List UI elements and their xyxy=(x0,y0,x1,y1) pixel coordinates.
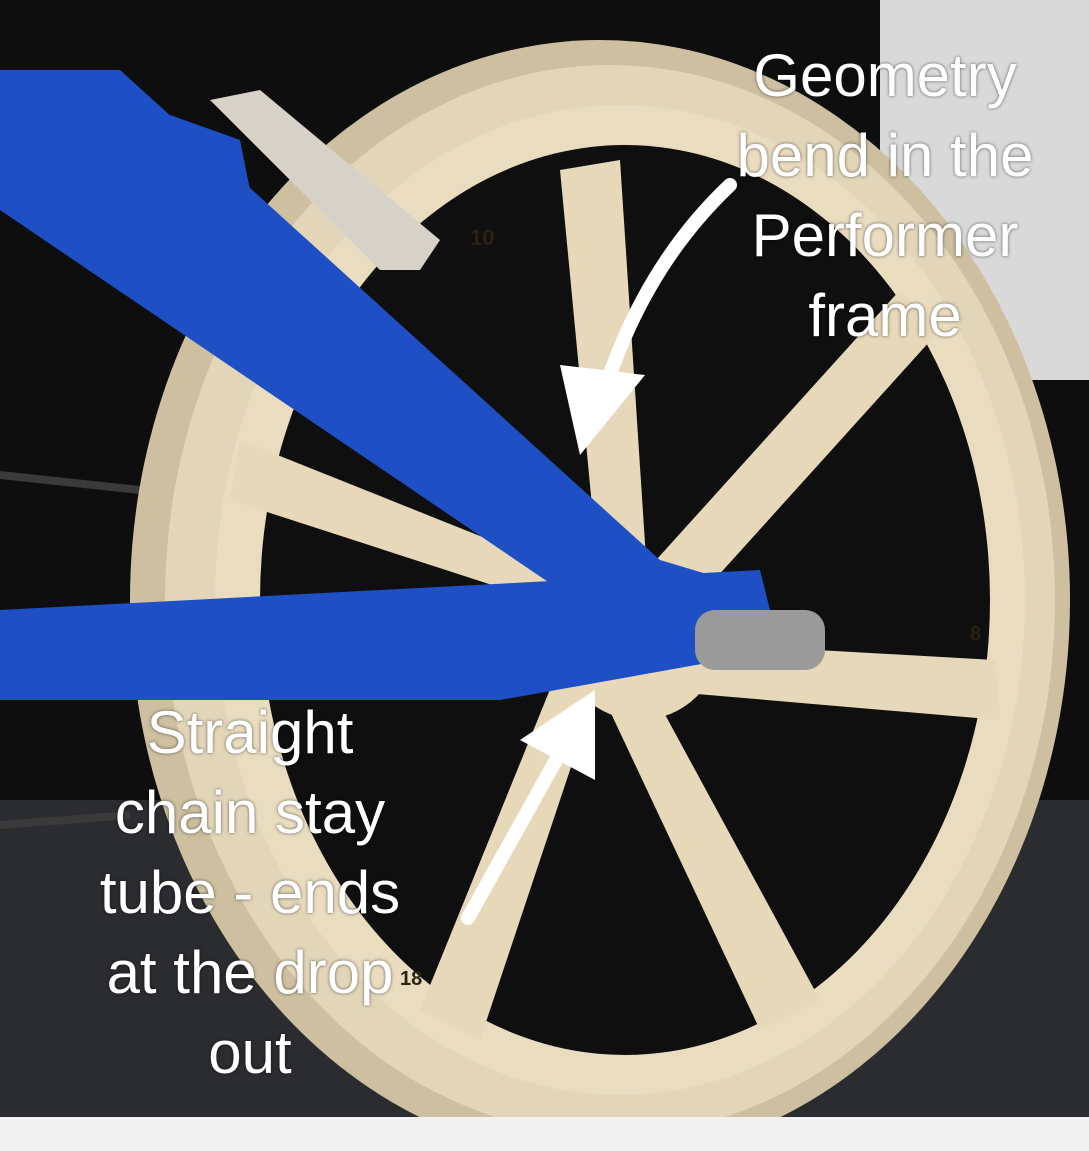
cable-line xyxy=(0,811,131,829)
caption-line: tube - ends xyxy=(99,859,401,926)
caption-line: Straight xyxy=(146,699,354,766)
caption-line: bend in the xyxy=(736,122,1034,189)
bike-frame xyxy=(0,70,780,700)
cable-line xyxy=(0,471,141,494)
brake-bracket xyxy=(210,90,440,270)
caption-line: at the drop xyxy=(106,939,394,1006)
rim-marking-top: 10 xyxy=(470,225,494,250)
bike-wheel-photo: 10 8 18 Geometry bend in the Performer f… xyxy=(0,0,1089,1117)
caption-line: Performer xyxy=(751,202,1019,269)
rim-marking-right: 8 xyxy=(970,623,981,645)
rim-marking-bottom: 18 xyxy=(400,968,422,990)
footer-bar xyxy=(0,1117,1089,1151)
caption-line: Geometry xyxy=(753,42,1017,109)
caption-line: out xyxy=(208,1019,292,1086)
caption-chain-stay: Straight chain stay tube - ends at the d… xyxy=(55,693,445,1093)
caption-geometry-bend: Geometry bend in the Performer frame xyxy=(690,36,1080,356)
rear-axle xyxy=(695,610,825,670)
caption-line: chain stay xyxy=(114,779,386,846)
caption-line: frame xyxy=(808,282,962,349)
